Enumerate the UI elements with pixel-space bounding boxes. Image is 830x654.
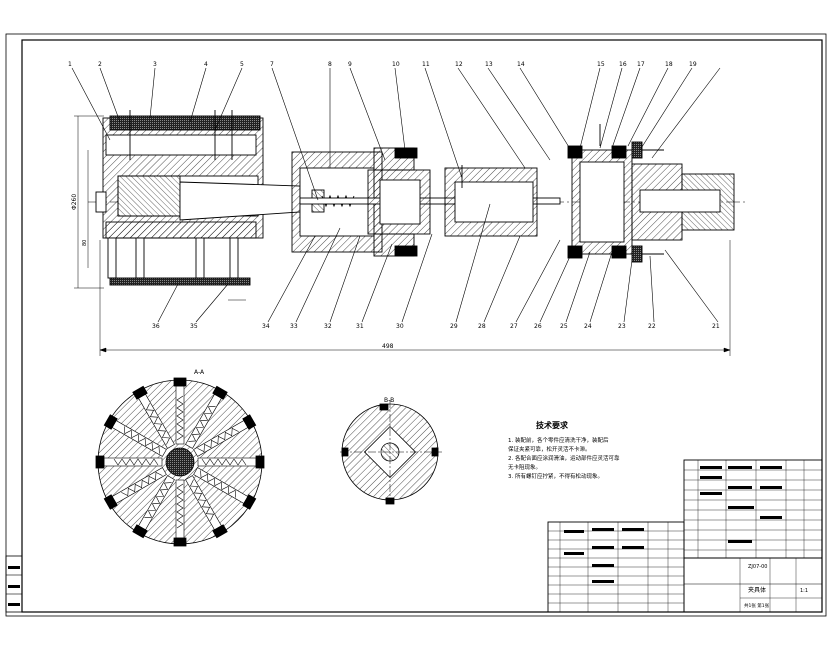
radial-jaw [132, 385, 175, 449]
outer-border [5, 33, 827, 617]
balloon-label: 14 [517, 61, 525, 68]
balloon-label: 21 [712, 323, 720, 330]
radial-jaw [185, 475, 228, 539]
radial-jaw [193, 467, 257, 510]
tech-line: 3. 所有螺钉应拧紧，不得有松动现象。 [508, 472, 603, 480]
radial-jaw [132, 475, 175, 539]
inner-border [21, 39, 823, 613]
balloon-label: 36 [152, 323, 160, 330]
balloon-label: 1 [68, 61, 72, 68]
main-section-view [88, 110, 745, 286]
balloon-label: 8 [328, 61, 332, 68]
balloon-label: 19 [689, 61, 697, 68]
balloon-label: 29 [450, 323, 458, 330]
radial-jaw [193, 414, 257, 457]
drawing-name: 夹具体 [748, 586, 766, 594]
tech-line: 保证夹紧可靠，松开灵活不卡滞。 [508, 445, 591, 453]
balloon-label: 11 [422, 61, 430, 68]
leaders-top [71, 67, 721, 201]
balloon-label: 25 [560, 323, 568, 330]
balloon-label: 3 [153, 61, 157, 68]
balloons-bottom: 36 35 34 33 32 31 30 29 28 27 26 25 24 2… [152, 323, 720, 330]
radial-jaw [103, 414, 167, 457]
balloon-label: 9 [348, 61, 352, 68]
radial-jaw [197, 455, 265, 469]
balloon-label: 34 [262, 323, 270, 330]
drawing-no: ZJ07-00 [748, 564, 767, 570]
balloon-label: 15 [597, 61, 605, 68]
radial-jaw [103, 467, 167, 510]
tech-line: 1. 装配前，各个零件应清洗干净，装配后 [508, 436, 609, 444]
dimension-lines [74, 115, 731, 356]
view-label-left: A-A [194, 369, 205, 376]
balloon-label: 23 [618, 323, 626, 330]
sheet-count: 共1张 第1张 [744, 602, 770, 609]
balloon-label: 35 [190, 323, 198, 330]
balloon-label: 7 [270, 61, 274, 68]
height-dim: Φ260 [71, 194, 78, 210]
radial-jaw [173, 377, 187, 445]
title-block [547, 459, 823, 613]
balloon-label: 4 [204, 61, 208, 68]
balloon-label: 16 [619, 61, 627, 68]
balloon-label: 33 [290, 323, 298, 330]
balloon-label: 27 [510, 323, 518, 330]
tech-title: 技术要求 [536, 420, 569, 430]
balloon-label: 2 [98, 61, 102, 68]
round-section-view [340, 400, 442, 505]
view-label-right: B-B [384, 397, 394, 404]
balloon-label: 22 [648, 323, 656, 330]
balloon-label: 26 [534, 323, 542, 330]
balloon-label: 24 [584, 323, 592, 330]
balloon-label: 18 [665, 61, 673, 68]
balloon-label: 12 [455, 61, 463, 68]
balloon-label: 10 [392, 61, 400, 68]
inner-height-dim: 80 [82, 240, 88, 246]
balloon-label: 28 [478, 323, 486, 330]
radial-jaw [185, 385, 228, 449]
binding-stamp [5, 555, 23, 613]
balloon-label: 13 [485, 61, 493, 68]
tech-line: 无卡阻现象。 [508, 463, 541, 471]
balloon-label: 30 [396, 323, 404, 330]
technical-requirements: 技术要求 1. 装配前，各个零件应清洗干净，装配后 保证夹紧可靠，松开灵活不卡滞… [508, 420, 620, 480]
radial-section-view [95, 377, 265, 547]
radial-jaw [95, 455, 163, 469]
balloons-top: 1 2 3 4 5 7 8 9 10 11 12 13 14 15 16 17 … [68, 61, 697, 68]
tech-line: 2. 各配合面应涂润滑油，运动部件应灵活可靠 [508, 454, 620, 462]
overall-length-dim: 498 [382, 343, 394, 350]
balloon-label: 31 [356, 323, 364, 330]
balloon-label: 17 [637, 61, 645, 68]
balloon-label: 5 [240, 61, 244, 68]
balloon-label: 32 [324, 323, 332, 330]
title-block-fills [564, 466, 782, 583]
leaders-bottom [157, 203, 719, 323]
radial-jaw [173, 479, 187, 547]
scale-value: 1:1 [800, 588, 808, 594]
